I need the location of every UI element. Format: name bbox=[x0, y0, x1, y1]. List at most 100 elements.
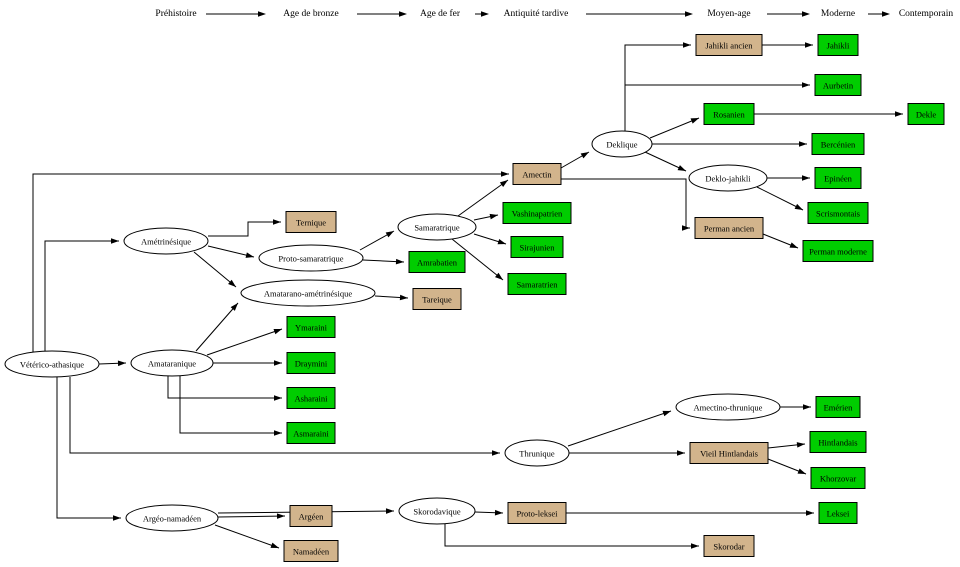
edge-deklique-rosanien bbox=[649, 117, 700, 139]
arrowhead-icon bbox=[497, 238, 506, 245]
node-shape-box bbox=[412, 288, 462, 310]
node-shape-box bbox=[283, 540, 339, 562]
node-skorodavique: Skorodavique bbox=[398, 497, 476, 525]
arrowhead-icon bbox=[276, 513, 285, 519]
node-hintlandais: Hintlandais bbox=[809, 431, 867, 453]
edge-line bbox=[214, 524, 280, 549]
arrowhead-icon bbox=[270, 542, 279, 548]
node-deklique: Deklique bbox=[591, 130, 653, 158]
arrowhead-icon bbox=[495, 272, 503, 280]
node-ametrinesique: Amétrinésique bbox=[123, 227, 209, 255]
node-shape-box bbox=[807, 202, 869, 224]
edge-amectin-perman-ancien bbox=[561, 178, 690, 231]
arrowhead-icon bbox=[489, 213, 498, 220]
node-ymaraini: Ymaraini bbox=[286, 316, 336, 338]
node-amrabatien: Amrabatien bbox=[408, 251, 466, 273]
node-label: Vieil Hintlandais bbox=[700, 449, 758, 459]
node-label: Asharaini bbox=[294, 394, 328, 404]
edge-line bbox=[756, 186, 804, 211]
node-shape-ellipse bbox=[125, 504, 219, 532]
edge-proto-samaratrique-samaratrique bbox=[359, 230, 395, 251]
node-shape-box bbox=[285, 211, 337, 233]
node-rosanien: Rosanien bbox=[703, 103, 755, 125]
node-label: Proto-leksei bbox=[516, 509, 558, 519]
arrowhead-icon bbox=[806, 510, 814, 516]
arrowhead-icon bbox=[803, 404, 811, 410]
node-shape-box bbox=[703, 103, 755, 125]
node-shape-box bbox=[286, 352, 336, 374]
node-label: Vétérico-athasique bbox=[20, 360, 84, 370]
node-aurbetin: Aurbetin bbox=[814, 74, 862, 96]
arrowhead-icon bbox=[117, 360, 126, 367]
edge-line bbox=[624, 44, 691, 131]
node-shape-ellipse bbox=[4, 350, 100, 378]
node-perman-ancien: Perman ancien bbox=[694, 217, 764, 239]
node-label: Jahikli bbox=[827, 41, 850, 51]
edge-line bbox=[193, 251, 237, 288]
edge-veterico-athasique-ametrinesique bbox=[44, 238, 119, 354]
arrowhead-icon bbox=[111, 238, 119, 244]
node-khorzovar: Khorzovar bbox=[810, 467, 866, 489]
node-label: Perman moderne bbox=[809, 247, 867, 257]
node-samaratrique: Samaratrique bbox=[397, 213, 477, 241]
node-vieil-hintlandais: Vieil Hintlandais bbox=[689, 442, 769, 464]
node-label: Amétrinésique bbox=[141, 237, 191, 247]
node-label: Skorodar bbox=[713, 542, 744, 552]
node-label: Draymini bbox=[295, 359, 328, 369]
node-label: Emérien bbox=[824, 403, 854, 413]
edge-veterico-athasique-amataranique bbox=[98, 360, 127, 367]
node-shape-box bbox=[802, 240, 874, 262]
edge-line bbox=[457, 179, 509, 217]
node-namadeen: Namadéen bbox=[283, 540, 339, 562]
edge-line bbox=[567, 410, 672, 447]
arrowhead-icon bbox=[691, 543, 699, 549]
arrowhead-icon bbox=[273, 328, 282, 335]
timeline-label: Préhistoire bbox=[155, 9, 196, 19]
edge-skorodavique-proto-leksei bbox=[474, 509, 504, 516]
node-asmaraini: Asmaraini bbox=[286, 422, 336, 444]
node-label: Rosanien bbox=[713, 110, 745, 120]
arrowhead-icon bbox=[395, 258, 404, 265]
edge-line bbox=[561, 178, 690, 229]
timeline-arrow bbox=[767, 11, 810, 17]
arrowhead-icon bbox=[662, 410, 671, 417]
node-dekle: Dekle bbox=[907, 103, 945, 125]
edge-samaratrique-sirajunien bbox=[473, 233, 507, 245]
node-label: Thrunique bbox=[519, 449, 555, 459]
edge-deklo-jahikli-scrismontais bbox=[756, 186, 804, 211]
node-label: Leksei bbox=[827, 509, 850, 519]
node-amatarano-ametrinesique: Amatarano-amétrinésique bbox=[240, 279, 376, 307]
arrowhead-icon bbox=[494, 509, 503, 516]
edge-amataranique-draymini bbox=[213, 360, 282, 366]
edge-ametrinesique-proto-samaratrique bbox=[207, 245, 255, 258]
edge-line bbox=[195, 302, 239, 352]
node-amataranique: Amataranique bbox=[130, 349, 214, 377]
edge-skorodavique-skorodar bbox=[444, 523, 699, 549]
timeline-label: Age de bronze bbox=[283, 9, 338, 19]
timeline-arrow bbox=[475, 11, 489, 17]
edge-proto-samaratrique-amrabatien bbox=[362, 258, 405, 265]
arrowhead-icon bbox=[274, 395, 282, 401]
node-proto-leksei: Proto-leksei bbox=[507, 502, 567, 524]
node-shape-ellipse bbox=[123, 227, 209, 255]
node-shape-box bbox=[814, 167, 862, 189]
arrowhead-icon bbox=[501, 171, 509, 177]
edge-veterico-athasique-amectin bbox=[32, 171, 509, 357]
arrowhead-icon bbox=[677, 450, 685, 456]
node-label: Vashinapatrien bbox=[512, 209, 563, 219]
arrowhead-icon bbox=[385, 231, 394, 238]
edge-ametrinesique-amatarano-ametrinesique bbox=[193, 251, 237, 288]
arrowhead-icon bbox=[399, 294, 408, 301]
node-label: Argéen bbox=[299, 512, 325, 522]
timeline-arrow bbox=[586, 11, 693, 17]
node-amectin: Amectin bbox=[512, 163, 562, 185]
node-label: Samaratrien bbox=[516, 280, 558, 290]
node-label: Ternique bbox=[296, 218, 326, 228]
timeline-label: Moyen-age bbox=[707, 9, 750, 19]
edge-veterico-athasique-argeo-namadeen bbox=[56, 377, 121, 521]
node-label: Tareique bbox=[422, 295, 452, 305]
edge-vieil-hintlandais-hintlandais bbox=[767, 442, 806, 449]
